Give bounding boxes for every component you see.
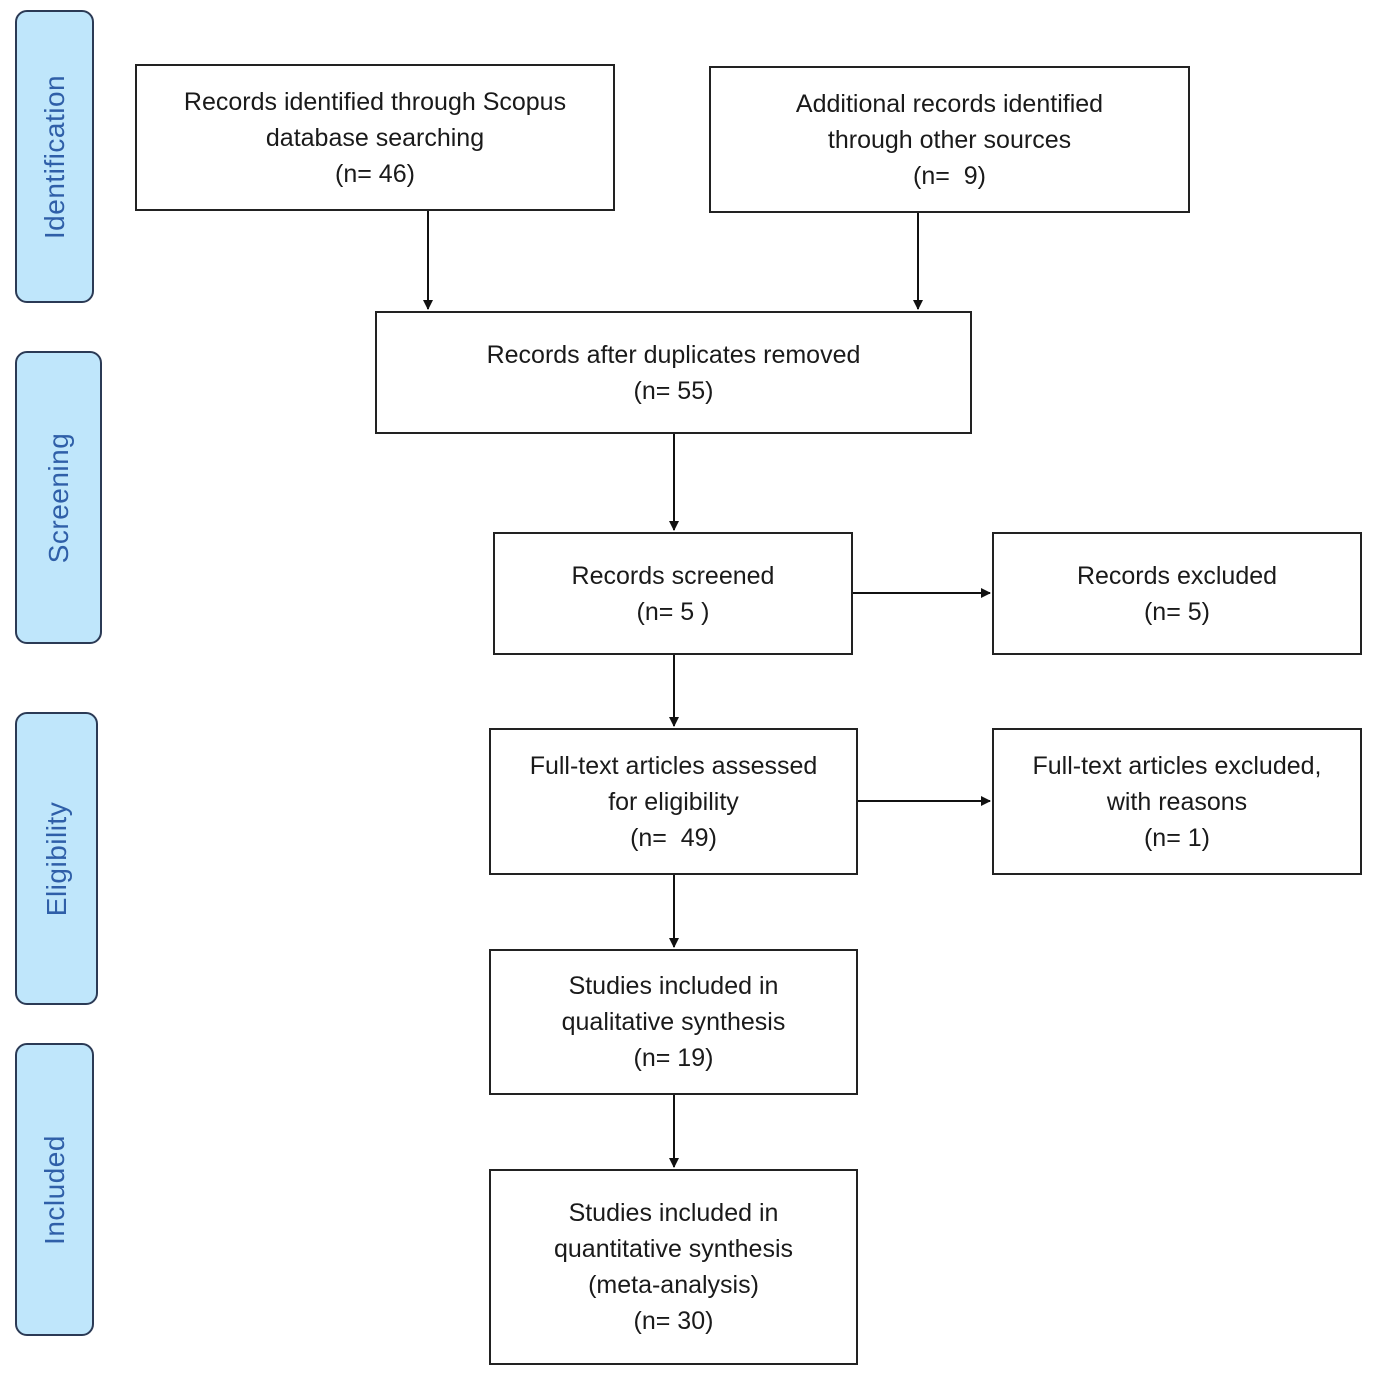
box-ft-excluded-line-2: with reasons [1106, 787, 1248, 816]
stage-eligibility: Eligibility [15, 712, 98, 1005]
box-other-sources: Additional records identified through ot… [709, 66, 1190, 213]
box-qualitative-line-1: Studies included in [568, 972, 779, 1000]
box-fulltext-line-1: Full-text articles assessed [529, 751, 818, 780]
box-other-count: (n= 9) [913, 161, 986, 190]
box-excluded-line-1: Records excluded [1076, 561, 1278, 590]
stage-screening: Screening [15, 351, 102, 644]
box-fulltext-excluded: Full-text articles excluded, with reason… [992, 728, 1362, 875]
box-scopus-line-1: Records identified through Scopus [183, 87, 567, 116]
box-qualitative-count: (n= 19) [633, 1044, 714, 1072]
box-fulltext-count: (n= 49) [630, 823, 717, 852]
box-duplicates-count: (n= 55) [633, 376, 714, 405]
box-quantitative-line-3: (meta-analysis) [588, 1271, 759, 1299]
box-fulltext-line-2: for eligibility [608, 787, 739, 816]
box-screened-count: (n= 5 ) [636, 597, 710, 626]
box-scopus-count: (n= 46) [335, 159, 415, 188]
box-screened-line-1: Records screened [571, 561, 775, 590]
box-other-line-2: through other sources [827, 125, 1072, 154]
box-records-screened: Records screened (n= 5 ) [493, 532, 853, 655]
box-fulltext-assessed: Full-text articles assessed for eligibil… [489, 728, 858, 875]
box-qualitative-synthesis: Studies included in qualitative synthesi… [489, 949, 858, 1095]
box-records-excluded: Records excluded (n= 5) [992, 532, 1362, 655]
box-excluded-count: (n= 5) [1143, 597, 1210, 626]
box-quantitative-line-1: Studies included in [568, 1199, 779, 1227]
box-qualitative-line-2: qualitative synthesis [561, 1008, 786, 1036]
box-quantitative-synthesis: Studies included in quantitative synthes… [489, 1169, 858, 1365]
box-quantitative-count: (n= 30) [633, 1307, 714, 1335]
stage-identification: Identification [15, 10, 94, 303]
box-scopus-records: Records identified through Scopus databa… [135, 64, 615, 211]
box-ft-excluded-line-1: Full-text articles excluded, [1032, 751, 1322, 780]
box-scopus-line-2: database searching [265, 123, 485, 152]
stage-included: Included [15, 1043, 94, 1336]
box-after-duplicates: Records after duplicates removed (n= 55) [375, 311, 972, 434]
box-ft-excluded-count: (n= 1) [1143, 823, 1210, 852]
box-other-line-1: Additional records identified [795, 89, 1104, 118]
box-duplicates-line-1: Records after duplicates removed [486, 340, 861, 369]
box-quantitative-line-2: quantitative synthesis [553, 1235, 794, 1263]
